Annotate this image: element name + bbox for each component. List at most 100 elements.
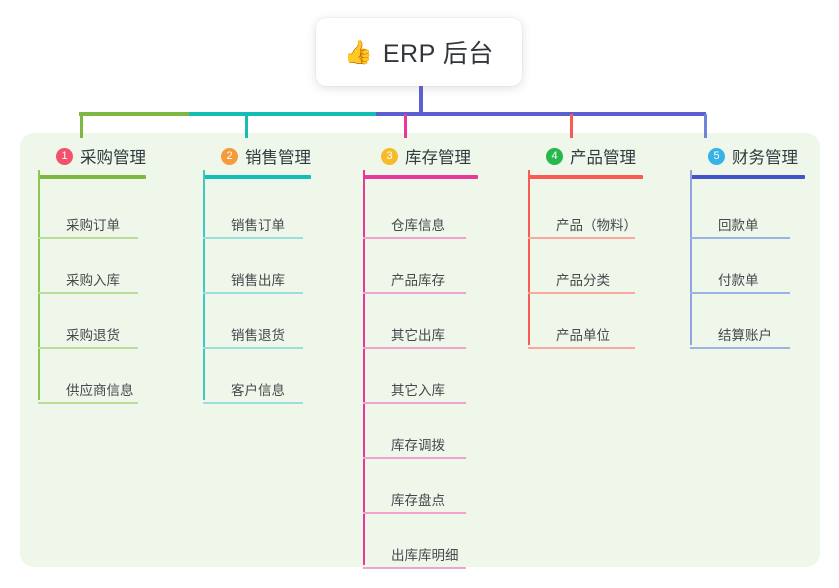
leaf-item[interactable]: 仓库信息 [363,189,478,244]
leaf-item-label: 出库库明细 [391,548,459,563]
column-title-4: 产品管理 [570,149,636,167]
column-库存管理: 3 库存管理仓库信息产品库存其它出库其它入库库存调拨库存盘点出库库明细 [363,142,478,574]
leaf-item-rule [363,292,466,294]
column-header-5[interactable]: 5 财务管理 [690,142,805,170]
column-items-3: 仓库信息产品库存其它出库其它入库库存调拨库存盘点出库库明细 [363,170,478,574]
leaf-item-rule [363,402,466,404]
leaf-item[interactable]: 库存盘点 [363,464,478,519]
leaf-item-label: 采购退货 [66,328,120,343]
leaf-item[interactable]: 供应商信息 [38,354,146,409]
leaf-item-rule [203,402,303,404]
leaf-item-rule [528,292,635,294]
leaf-item-rule [363,347,466,349]
leaf-item[interactable]: 库存调拨 [363,409,478,464]
leaf-item-rule [38,292,138,294]
leaf-item-rule [690,347,790,349]
leaf-item[interactable]: 结算账户 [690,299,805,354]
leaf-item-label: 产品单位 [556,328,610,343]
diagram-panel [20,133,820,567]
bus-seg-2-3 [189,112,378,116]
leaf-item-rule [690,237,790,239]
bus-seg-3-5 [376,112,706,116]
leaf-item[interactable]: 其它入库 [363,354,478,409]
column-header-3[interactable]: 3 库存管理 [363,142,478,170]
column-badge-3: 3 [381,147,398,165]
leaf-item[interactable]: 产品单位 [528,299,643,354]
leaf-item[interactable]: 产品（物料） [528,189,643,244]
leaf-item[interactable]: 其它出库 [363,299,478,354]
column-badge-4: 4 [546,147,563,165]
leaf-item-rule [38,402,138,404]
column-spine-3 [363,170,365,565]
leaf-item-label: 其它入库 [391,383,445,398]
leaf-item[interactable]: 回款单 [690,189,805,244]
column-items-1: 采购订单采购入库采购退货供应商信息 [38,170,146,409]
leaf-item-label: 销售退货 [231,328,285,343]
leaf-item-label: 库存盘点 [391,493,445,508]
column-spine-2 [203,170,205,400]
leaf-item-label: 采购入库 [66,273,120,288]
leaf-item-label: 其它出库 [391,328,445,343]
leaf-item[interactable]: 销售订单 [203,189,311,244]
leaf-item[interactable]: 销售退货 [203,299,311,354]
leaf-item-label: 产品分类 [556,273,610,288]
leaf-item-label: 产品库存 [391,273,445,288]
leaf-item-rule [203,347,303,349]
drop-col-4 [570,114,573,138]
leaf-item-label: 库存调拨 [391,438,445,453]
leaf-item-label: 回款单 [718,218,759,233]
leaf-item[interactable]: 产品分类 [528,244,643,299]
column-rule-1 [38,175,146,179]
leaf-item-rule [38,347,138,349]
leaf-item-label: 客户信息 [231,383,285,398]
leaf-item-rule [363,237,466,239]
drop-col-3 [404,114,407,138]
column-items-5: 回款单付款单结算账户 [690,170,805,354]
leaf-item-label: 付款单 [718,273,759,288]
drop-col-2 [245,114,248,138]
leaf-item[interactable]: 付款单 [690,244,805,299]
leaf-item-label: 供应商信息 [66,383,134,398]
column-items-2: 销售订单销售出库销售退货客户信息 [203,170,311,409]
column-badge-1: 1 [56,147,73,165]
drop-col-1 [80,114,83,138]
column-title-5: 财务管理 [732,149,798,167]
leaf-item-rule [363,512,466,514]
leaf-item[interactable]: 采购订单 [38,189,146,244]
drop-col-5 [704,114,707,138]
leaf-item[interactable]: 销售出库 [203,244,311,299]
leaf-item-rule [363,567,466,569]
column-rule-2 [203,175,311,179]
root-node-title: ERP 后台 [382,40,494,68]
root-node-card[interactable]: 👍 ERP 后台 [316,18,522,86]
column-title-3: 库存管理 [405,149,471,167]
column-header-1[interactable]: 1 采购管理 [38,142,146,170]
column-rule-3 [363,175,478,179]
leaf-item[interactable]: 采购入库 [38,244,146,299]
leaf-item[interactable]: 采购退货 [38,299,146,354]
leaf-item-rule [528,237,635,239]
column-spine-1 [38,170,40,400]
leaf-item-label: 结算账户 [718,328,772,343]
leaf-item-rule [690,292,790,294]
column-title-1: 采购管理 [80,149,146,167]
column-title-2: 销售管理 [245,149,311,167]
column-header-4[interactable]: 4 产品管理 [528,142,643,170]
column-rule-5 [690,175,805,179]
leaf-item-rule [203,237,303,239]
column-spine-4 [528,170,530,345]
leaf-item-label: 仓库信息 [391,218,445,233]
bus-seg-1-2 [79,112,191,116]
column-badge-5: 5 [708,147,725,165]
leaf-item-label: 销售订单 [231,218,285,233]
column-产品管理: 4 产品管理产品（物料） 产品分类产品单位 [528,142,643,354]
leaf-item[interactable]: 客户信息 [203,354,311,409]
leaf-item[interactable]: 出库库明细 [363,519,478,574]
column-spine-5 [690,170,692,345]
column-财务管理: 5 财务管理回款单付款单结算账户 [690,142,805,354]
connector-stem [419,86,423,114]
column-rule-4 [528,175,643,179]
leaf-item[interactable]: 产品库存 [363,244,478,299]
